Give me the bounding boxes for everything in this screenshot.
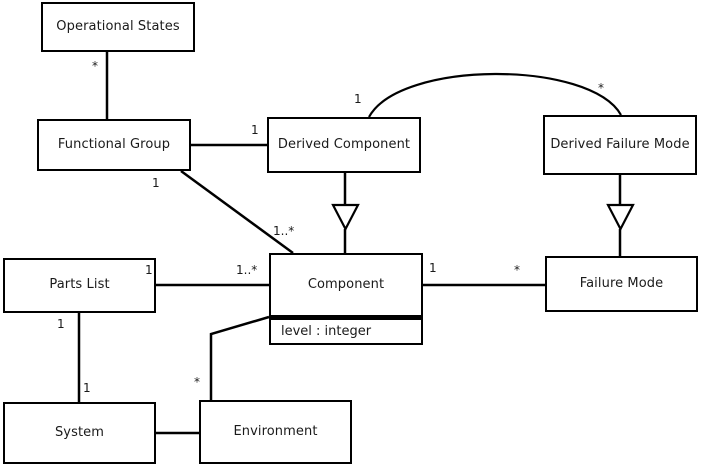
multiplicity-failure-mode-left: * <box>514 263 520 277</box>
multiplicity-derived-failure-mode-curve: * <box>598 81 604 95</box>
generalization-triangle-failure-mode <box>606 203 635 232</box>
class-box-failure-mode[interactable]: Failure Mode <box>545 256 698 312</box>
class-name-parts-list: Parts List <box>49 277 110 293</box>
class-name-operational-states: Operational States <box>56 18 180 34</box>
class-attributes-component[interactable]: level : integer <box>269 317 423 345</box>
class-name-system: System <box>54 424 105 440</box>
class-box-derived-component[interactable]: Derived Component <box>267 117 421 173</box>
class-name-failure-mode: Failure Mode <box>579 275 664 291</box>
class-box-environment[interactable]: Environment <box>199 400 352 464</box>
class-box-derived-failure-mode[interactable]: Derived Failure Mode <box>543 115 697 175</box>
class-box-system[interactable]: System <box>3 402 156 464</box>
multiplicity-parts-list-system-bottom: 1 <box>83 381 91 395</box>
class-name-functional-group: Functional Group <box>57 136 171 152</box>
multiplicity-operational-states-star: * <box>92 59 98 73</box>
class-name-environment: Environment <box>233 423 318 439</box>
multiplicity-component-right: 1 <box>429 261 437 275</box>
class-name-derived-failure-mode: Derived Failure Mode <box>550 136 690 152</box>
class-name-derived-component: Derived Component <box>277 136 411 152</box>
class-name-component: Component <box>307 276 385 292</box>
multiplicity-environment-component: * <box>194 375 200 389</box>
edge-functional-group-component <box>180 169 294 255</box>
class-box-component[interactable]: Component <box>269 253 423 317</box>
edge-environment-component <box>209 315 270 400</box>
multiplicity-derived-component-curve: 1 <box>354 92 362 106</box>
generalization-triangle-component <box>331 203 360 232</box>
multiplicity-component-diagonal-upper: 1..* <box>273 224 295 238</box>
edge-derived-component-derived-failure-mode <box>368 72 622 118</box>
multiplicity-parts-list-system-top: 1 <box>57 317 65 331</box>
attribute-level: level : integer <box>281 324 372 339</box>
multiplicity-parts-list-component: 1 <box>145 263 153 277</box>
class-box-parts-list[interactable]: Parts List <box>3 258 156 313</box>
multiplicity-functional-group-derived-component: 1 <box>251 123 259 137</box>
class-box-operational-states[interactable]: Operational States <box>41 2 195 52</box>
multiplicity-functional-group-diagonal: 1 <box>152 176 160 190</box>
class-box-functional-group[interactable]: Functional Group <box>37 119 191 171</box>
multiplicity-component-left: 1..* <box>236 263 258 277</box>
